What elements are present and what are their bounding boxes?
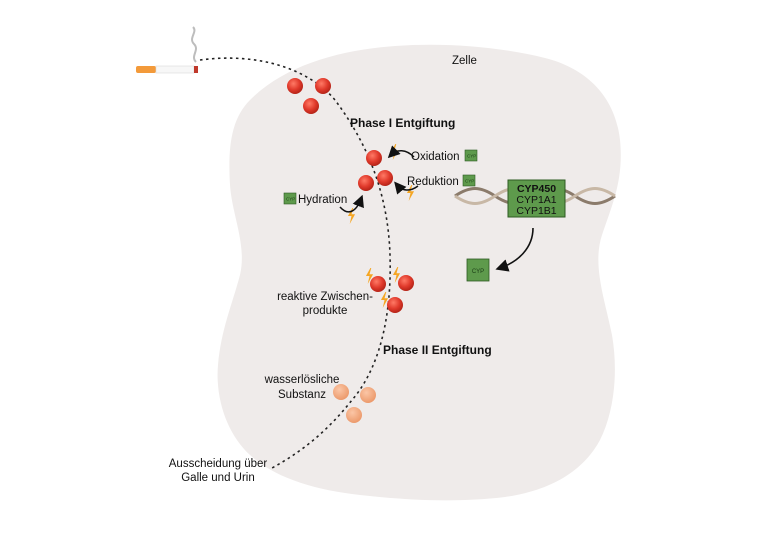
water-soluble-label-line2: Substanz <box>278 389 326 401</box>
svg-text:CYP: CYP <box>286 197 295 202</box>
reduction-arrow <box>394 181 419 195</box>
cyp-tag-reduction: CYP <box>462 174 476 187</box>
hydration-label: Hydration <box>298 194 347 206</box>
cyp1a1-label: CYP1A1 <box>516 194 556 206</box>
water-soluble-particles <box>333 384 376 423</box>
cyp-tag-oxidation: CYP <box>464 149 478 162</box>
oxidation-label: Oxidation <box>411 151 460 163</box>
reduction-label: Reduktion <box>407 176 459 188</box>
toxin-particles-entry <box>287 78 331 114</box>
svg-text:CYP: CYP <box>467 154 476 159</box>
phase1-particles <box>358 150 393 191</box>
expression-arrow <box>495 227 534 272</box>
reactive-label-line2: produkte <box>303 305 348 317</box>
reactive-label-line1: reaktive Zwischen- <box>277 291 373 303</box>
excretion-label-line1: Ausscheidung über <box>169 458 268 470</box>
cyp-protein: CYP <box>466 258 490 282</box>
cell-body <box>217 44 621 501</box>
cyp1b1-label: CYP1B1 <box>516 205 556 217</box>
svg-text:CYP: CYP <box>472 269 484 275</box>
cyp450-label: CYP450 <box>517 183 556 195</box>
oxidation-arrow <box>387 145 415 159</box>
cigarette-icon <box>136 26 198 74</box>
excretion-label-line2: Galle und Urin <box>181 472 255 484</box>
phase1-title: Phase I Entgiftung <box>350 116 455 130</box>
cyp450-box: CYP450 CYP1A1 CYP1B1 <box>507 179 566 218</box>
phase2-title: Phase II Entgiftung <box>383 343 492 357</box>
water-soluble-label-line1: wasserlösliche <box>264 374 340 386</box>
pathway-line <box>199 57 391 469</box>
cyp-tag-hydration: CYP <box>283 192 297 205</box>
reactive-intermediate-particles <box>370 275 414 313</box>
hydration-arrow <box>339 194 364 213</box>
cell-label: Zelle <box>452 55 477 67</box>
svg-text:CYP: CYP <box>465 179 474 184</box>
